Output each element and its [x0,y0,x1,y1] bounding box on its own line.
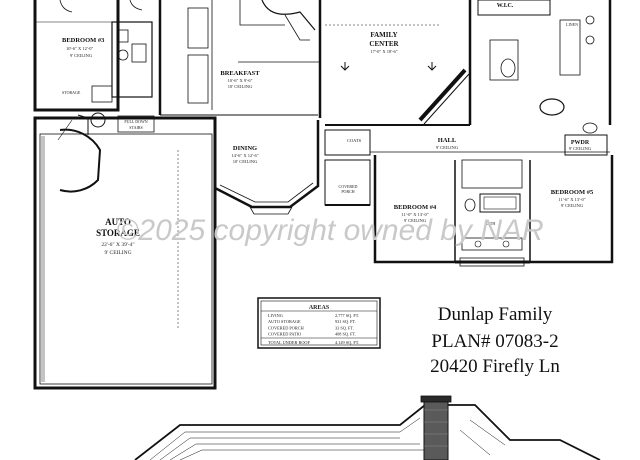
areas-table-rows: LIVING 2,777 SQ. FT. AUTO STORAGE 931 SQ. F… [268,313,359,337]
plan-number: PLAN# 07083-2 [431,331,558,352]
dining-area [213,120,320,215]
family-center-size: 17'-0" X 18'-6" [370,49,397,54]
hall-ceiling: 9' CEILING [436,145,459,150]
dining-size: 14'-6" X 12'-6" [231,153,258,158]
auto-storage-name2: STORAGE [96,228,140,238]
pwdr-name: PWDR [571,140,590,146]
areas-row-value: 2,777 SQ. FT. [335,313,359,319]
round-storage-closet [57,112,106,193]
auto-storage-name: AUTO [105,217,131,227]
hall-name: HALL [438,137,457,144]
front-elevation-roof [134,395,601,460]
areas-row-value: 33 SQ. FT. [335,325,354,330]
bedroom-5-ceiling: 9' CEILING [561,203,584,208]
pwdr-room [564,134,608,156]
bedroom-3-area [33,0,153,112]
areas-total-label: TOTAL UNDER ROOF [268,340,311,345]
covered-porch-line1: COVERED [339,184,358,189]
bedrooms-4-5-area [373,155,614,267]
bedroom-4-name: BEDROOM #4 [394,204,437,211]
linen-label: LINEN [566,22,578,27]
storage-label: STORAGE [62,90,81,95]
dining-name: DINING [233,145,257,152]
auto-storage-ceiling: 9' CEILING [104,250,131,256]
areas-row-value: 408 SQ. FT. [335,332,356,337]
bedroom-4-size: 11'-0" X 13'-0" [401,212,428,217]
auto-storage-size: 22'-6" X 39'-4" [101,242,134,248]
breakfast-area [158,0,322,118]
bedroom-4-ceiling: 9' CEILING [404,218,427,223]
dining-ceiling: 10' CEILING [233,159,258,164]
areas-row-label: COVERED PORCH [268,325,304,330]
family-name: Dunlap Family [438,304,553,325]
areas-total-value: 4,149 SQ. FT. [335,340,359,346]
family-center-name2: CENTER [369,40,399,48]
bath-label: BATH [485,221,496,226]
pull-down-stairs-line2: STAIRS [129,125,142,130]
coats-porch-area [324,129,371,206]
breakfast-size: 10'-6" X 9'-6" [227,78,252,83]
areas-row-label: LIVING [268,313,283,318]
breakfast-ceiling: 10' CEILING [228,84,253,89]
family-center-area [325,24,470,126]
wic-label: W.I.C. [497,3,514,9]
areas-table-title: AREAS [309,305,330,311]
bedroom-5-name: BEDROOM #5 [551,189,594,196]
breakfast-name: BREAKFAST [220,70,260,77]
coats-label: COATS [347,138,362,143]
address: 20420 Firefly Ln [430,356,560,377]
areas-row-label: AUTO STORAGE [268,319,301,324]
areas-table [257,297,381,349]
family-center-name: FAMILY [370,31,397,39]
areas-row-value: 931 SQ. FT. [335,319,356,324]
bedroom-3-size: 10'-6" X 12'-0" [66,46,93,51]
pwdr-ceiling: 9' CEILING [569,146,592,151]
auto-storage-area [33,116,217,390]
copyright-watermark: ©2025 copyright owned by NAR [116,214,543,247]
master-suite-area [468,0,612,134]
pull-down-stairs-box [117,115,155,133]
covered-porch-line2: PORCH [341,189,354,194]
areas-row-label: COVERED PATIO [268,332,301,337]
pull-down-stairs-line1: PULL DOWN [124,119,147,124]
bedroom-5-size: 11'-6" X 13'-0" [558,197,585,202]
bedroom-3-name: BEDROOM #3 [62,37,105,44]
bedroom-3-ceiling: 9' CEILING [70,53,93,58]
